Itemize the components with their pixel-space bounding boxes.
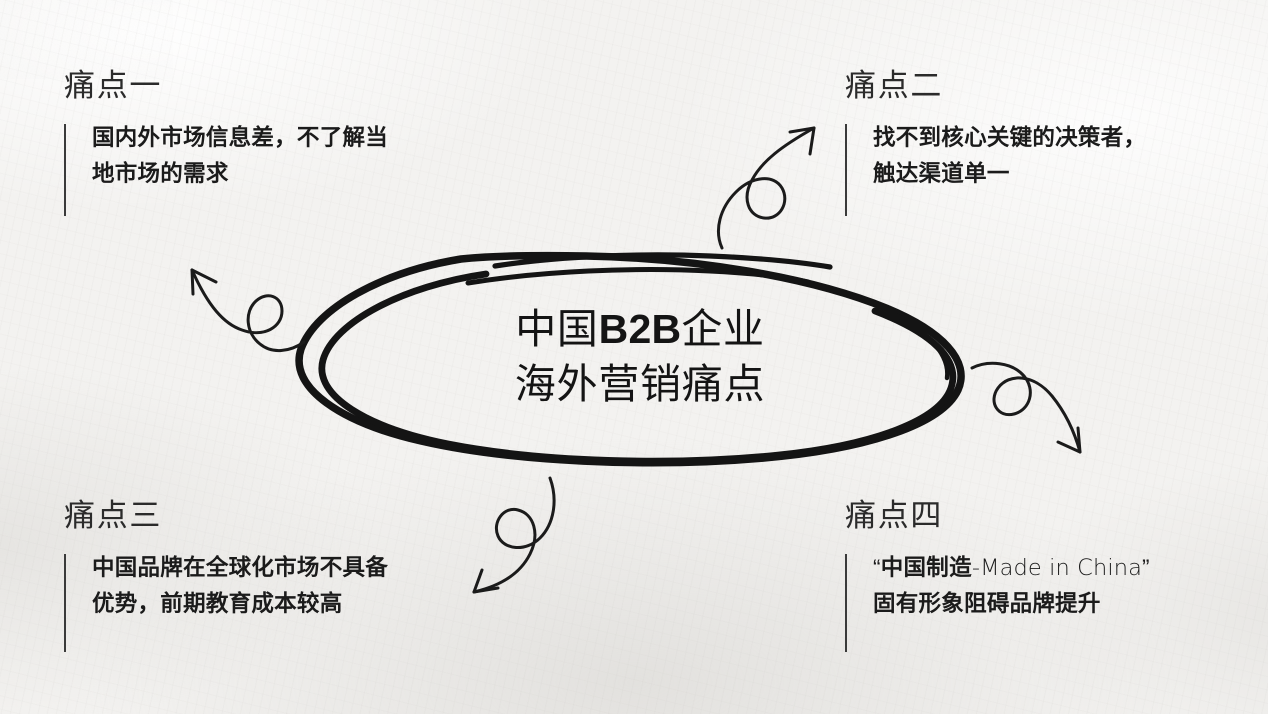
pain-point-4-line-2: 固有形象阻碍品牌提升 [873, 591, 1101, 617]
hand-drawn-ellipse [295, 251, 965, 467]
accent-rule [845, 554, 847, 652]
accent-rule [64, 124, 66, 216]
open-quote: “ [873, 555, 881, 580]
pain-point-4-cn: 中国制造 [880, 555, 972, 580]
pain-point-1-body: 国内外市场信息差，不了解当 地市场的需求 [64, 120, 388, 216]
pain-point-2-text: 找不到核心关键的决策者， 触达渠道单一 [873, 125, 1147, 187]
pain-point-2-body: 找不到核心关键的决策者， 触达渠道单一 [845, 120, 1146, 216]
accent-rule [64, 554, 66, 652]
curly-arrow-top-right [717, 126, 816, 250]
pain-point-3-title: 痛点三 [64, 498, 163, 533]
pain-point-4-text: “中国制造-Made in China” 固有形象阻碍品牌提升 [873, 550, 1150, 623]
pain-point-3-text: 中国品牌在全球化市场不具备 优势，前期教育成本较高 [92, 555, 389, 617]
pain-point-block-4: 痛点四 “中国制造-Made in China” 固有形象阻碍品牌提升 [845, 500, 1150, 652]
close-quote: ” [1141, 555, 1150, 580]
pain-point-4-line-1: “中国制造-Made in China” [873, 550, 1150, 586]
pain-point-2-title: 痛点二 [845, 68, 944, 103]
pain-point-3-body: 中国品牌在全球化市场不具备 优势，前期教育成本较高 [64, 550, 388, 652]
pain-point-4-latin: -Made in China [971, 555, 1142, 581]
pain-point-block-1: 痛点一 国内外市场信息差，不了解当 地市场的需求 [64, 70, 388, 216]
pain-point-block-3: 痛点三 中国品牌在全球化市场不具备 优势，前期教育成本较高 [64, 500, 388, 652]
pain-point-1-text: 国内外市场信息差，不了解当 地市场的需求 [92, 125, 389, 187]
pain-point-4-title: 痛点四 [845, 498, 944, 533]
pain-point-4-body: “中国制造-Made in China” 固有形象阻碍品牌提升 [845, 550, 1150, 652]
paper-grain-layer [0, 0, 174, 79]
center-emphasis-group: 中国B2B企业 海外营销痛点 [290, 236, 990, 486]
pain-point-block-2: 痛点二 找不到核心关键的决策者， 触达渠道单一 [845, 70, 1146, 216]
pain-point-1-title: 痛点一 [64, 68, 163, 103]
curly-arrow-bottom-left [472, 476, 556, 594]
accent-rule [845, 124, 847, 216]
